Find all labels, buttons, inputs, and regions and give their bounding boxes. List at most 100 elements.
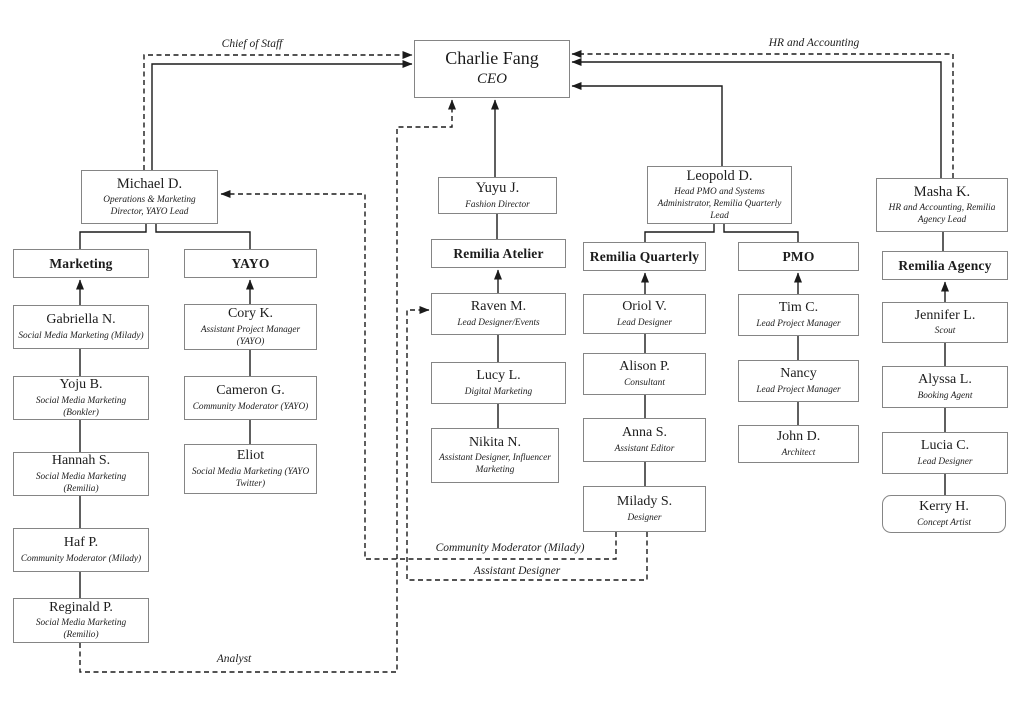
node-gabriella-n: Gabriella N. Social Media Marketing (Mil… [13,305,149,349]
person-title: Lead Designer/Events [457,317,540,328]
node-cory-k: Cory K. Assistant Project Manager (YAYO) [184,304,317,350]
person-title: Scout [934,326,956,337]
person-name: Lucia C. [920,438,970,454]
person-title: Social Media Marketing (Bonkler) [35,395,127,418]
node-raven-m: Raven M. Lead Designer/Events [431,293,566,335]
node-hannah-s: Hannah S. Social Media Marketing (Remili… [13,452,149,496]
person-title: Lead Designer [917,456,973,467]
node-kerry-h: Kerry H. Concept Artist [882,495,1006,533]
node-yuyu-j: Yuyu J. Fashion Director [438,177,557,214]
node-cameron-g: Cameron G. Community Moderator (YAYO) [184,376,317,420]
person-name: Gabriella N. [46,312,116,328]
person-title: Social Media Marketing (Remilia) [35,471,127,494]
node-anna-s: Anna S. Assistant Editor [583,418,706,462]
person-title: Social Media Marketing (YAYO Twitter) [191,466,310,489]
person-title: Digital Marketing [464,386,533,397]
person-name: Cory K. [227,306,274,322]
node-tim-c: Tim C. Lead Project Manager [738,294,859,336]
person-title: Designer [627,512,662,523]
node-nancy: Nancy Lead Project Manager [738,360,859,402]
node-alyssa-l: Alyssa L. Booking Agent [882,366,1008,408]
person-name: Milady S. [616,494,673,510]
node-yoju-b: Yoju B. Social Media Marketing (Bonkler) [13,376,149,420]
dept-label: Marketing [49,255,113,271]
person-title: Concept Artist [917,517,971,528]
dept-label: PMO [782,248,815,264]
dept-label: Remilia Agency [898,257,992,273]
person-title: Booking Agent [917,390,973,401]
person-title: Assistant Designer, Influencer Marketing [439,453,551,476]
node-alison-p: Alison P. Consultant [583,353,706,395]
node-michael-d: Michael D. Operations & Marketing Direct… [81,170,218,224]
edge-label-hr-and-accounting: HR and Accounting [765,37,863,49]
person-title: Assistant Editor [614,443,675,454]
person-title: CEO [477,71,507,88]
node-jennifer-l: Jennifer L. Scout [882,302,1008,343]
person-title: Operations & Marketing Director, YAYO Le… [103,195,196,218]
person-title: HR and Accounting, Remilia Agency Lead [888,203,996,226]
person-name: Charlie Fang [445,48,539,69]
dept-marketing: Marketing [13,249,149,278]
person-name: Nancy [780,366,817,382]
person-title: Fashion Director [465,199,530,210]
person-name: John D. [776,429,821,445]
person-title: Social Media Marketing (Milady) [18,330,144,341]
person-title: Architect [781,447,816,458]
person-title: Lead Project Manager [756,318,841,329]
node-haf-p: Haf P. Community Moderator (Milady) [13,528,149,572]
dept-remilia-atelier: Remilia Atelier [431,239,566,268]
person-name: Lucy L. [476,368,521,384]
person-title: Community Moderator (YAYO) [192,401,309,412]
person-name: Leopold D. [686,167,753,184]
edge-label-assistant-designer: Assistant Designer [470,565,564,577]
dashed-connectors [79,50,954,673]
person-name: Nikita N. [468,434,522,450]
person-name: Michael D. [116,175,183,192]
node-masha-k: Masha K. HR and Accounting, Remilia Agen… [876,178,1008,232]
person-name: Tim C. [778,300,819,316]
person-name: Yuyu J. [475,180,520,197]
person-title: Social Media Marketing (Remilio) [35,618,127,641]
node-lucia-c: Lucia C. Lead Designer [882,432,1008,474]
dept-pmo: PMO [738,242,859,271]
person-title: Consultant [624,377,665,388]
edge-label-community-moderator: Community Moderator (Milady) [432,542,588,554]
node-lucy-l: Lucy L. Digital Marketing [431,362,566,404]
person-name: Eliot [236,448,265,464]
person-name: Hannah S. [51,453,111,469]
dept-remilia-agency: Remilia Agency [882,251,1008,280]
node-eliot: Eliot Social Media Marketing (YAYO Twitt… [184,444,317,494]
node-john-d: John D. Architect [738,425,859,463]
person-name: Anna S. [621,425,668,441]
person-name: Jennifer L. [914,307,976,323]
person-name: Haf P. [63,535,99,551]
person-name: Alison P. [619,359,670,375]
dept-remilia-quarterly: Remilia Quarterly [583,242,706,271]
person-name: Reginald P. [49,599,113,615]
person-name: Masha K. [913,183,971,200]
node-reginald-p: Reginald P. Social Media Marketing (Remi… [13,598,149,643]
node-nikita-n: Nikita N. Assistant Designer, Influencer… [431,428,559,483]
person-title: Head PMO and Systems Administrator, Remi… [657,187,782,222]
person-name: Kerry H. [919,499,969,515]
person-title: Community Moderator (Milady) [20,553,142,564]
person-name: Oriol V. [622,299,667,315]
dept-label: Remilia Quarterly [589,248,700,264]
solid-connectors [76,58,949,598]
node-leopold-d: Leopold D. Head PMO and Systems Administ… [647,166,792,224]
node-milady-s: Milady S. Designer [583,486,706,532]
person-title: Lead Project Manager [756,384,841,395]
person-title: Lead Designer [616,317,672,328]
person-name: Yoju B. [59,377,103,393]
person-name: Alyssa L. [918,372,972,388]
person-title: Assistant Project Manager (YAYO) [200,324,301,347]
dept-label: YAYO [231,255,270,271]
person-name: Cameron G. [216,383,285,399]
edge-label-analyst: Analyst [213,653,255,665]
node-oriol-v: Oriol V. Lead Designer [583,294,706,334]
person-name: Raven M. [470,299,527,315]
dept-label: Remilia Atelier [453,245,544,261]
edge-label-chief-of-staff: Chief of Staff [218,38,286,50]
